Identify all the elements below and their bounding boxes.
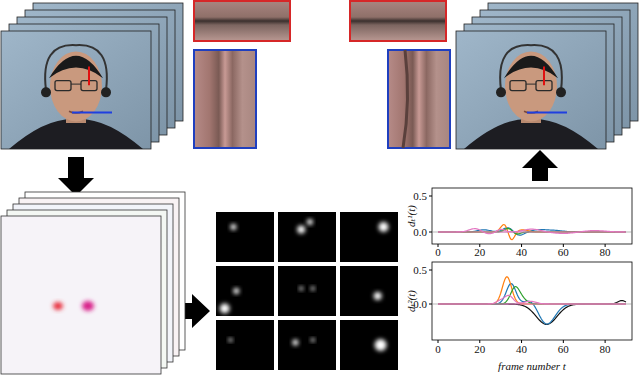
axis-label: dₜ²(t) [405, 290, 417, 312]
axis-label: dₜ¹(t) [405, 205, 417, 227]
tick-label: 0 [435, 343, 441, 355]
attention-map [340, 212, 398, 262]
attention-map [340, 266, 398, 316]
crop-patch [194, 1, 290, 41]
tick-label: 40 [516, 246, 527, 258]
tick-label: 0.0 [413, 226, 427, 238]
tick-label: 0.5 [413, 190, 427, 202]
attention-map [278, 212, 336, 262]
attention-map [216, 320, 274, 370]
attention-map [216, 266, 274, 316]
crop-patch [350, 1, 446, 41]
tick-label: 80 [600, 246, 611, 258]
attention-map [216, 212, 274, 262]
tick-label: 20 [474, 343, 485, 355]
line-plot [429, 188, 632, 247]
block-arrow [522, 150, 558, 181]
crop-stripe [403, 50, 408, 148]
tick-label: 0.5 [413, 264, 427, 276]
attention-map [278, 320, 336, 370]
crop-patch [194, 50, 256, 148]
flow-frame [1, 216, 161, 374]
crop-patch [388, 50, 450, 148]
line-plot [429, 262, 632, 343]
video-frame [456, 31, 606, 149]
video-frame [1, 31, 151, 149]
attention-map [340, 320, 398, 370]
tick-label: 60 [558, 246, 569, 258]
tick-label: 20 [474, 246, 485, 258]
tick-label: 0 [435, 246, 441, 258]
axis-label: frame number t [498, 360, 566, 372]
tick-label: 40 [516, 343, 527, 355]
tick-label: 60 [558, 343, 569, 355]
attention-map [278, 266, 336, 316]
block-arrow [58, 157, 94, 196]
tick-label: 80 [600, 343, 611, 355]
